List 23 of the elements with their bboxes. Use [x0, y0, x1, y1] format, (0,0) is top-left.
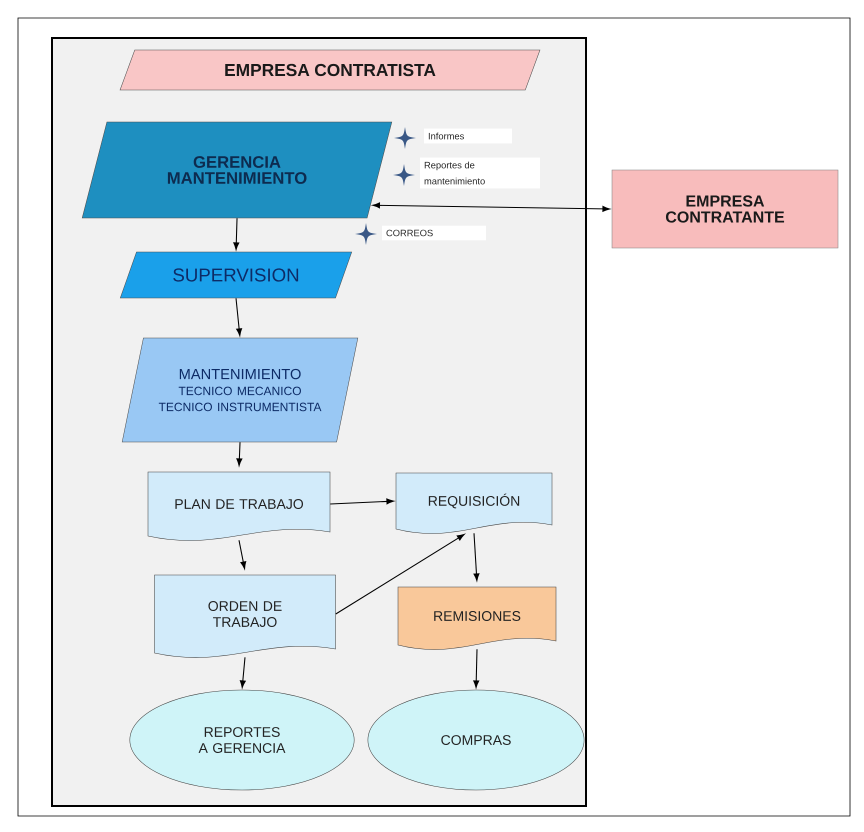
arrow: [372, 202, 610, 212]
arrow: [473, 533, 480, 581]
document-box: PLAN DE TRABAJO: [148, 472, 330, 541]
note-label: Informes: [424, 128, 512, 144]
arrow: [330, 498, 394, 505]
arrow: [473, 649, 480, 688]
note-label: CORREOS: [382, 226, 486, 240]
arrow: [240, 657, 246, 688]
ellipse-node: REPORTES A GERENCIA: [130, 690, 354, 790]
parallelogram-box: MANTENIMIENTO TECNICO MECANICO TECNICO INSTRUMENTISTA: [122, 338, 358, 442]
arrow: [238, 540, 246, 570]
arrow: [236, 442, 242, 466]
note-label: Reportes de mantenimiento: [420, 158, 540, 188]
process-box: EMPRESA CONTRATANTE: [612, 170, 838, 248]
parallelogram-box: EMPRESA CONTRATISTA: [120, 50, 540, 90]
arrow: [335, 534, 465, 614]
ellipse-node: COMPRAS: [368, 690, 584, 790]
document-box: REMISIONES: [398, 586, 556, 650]
arrow: [235, 298, 242, 336]
parallelogram-box: GERENCIA MANTENIMIENTO: [82, 122, 392, 218]
arrow: [233, 218, 240, 250]
document-box: REQUISICIÓN: [396, 472, 552, 534]
document-box: ORDEN DE TRABAJO: [154, 574, 336, 658]
